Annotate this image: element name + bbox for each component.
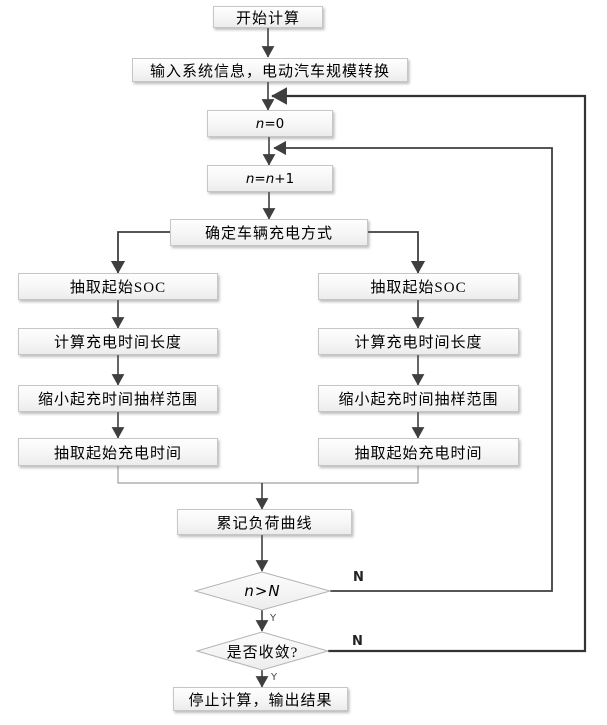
node-right-extract-start-time: 抽取起始充电时间: [318, 438, 519, 466]
node-left-extract-start-time: 抽取起始充电时间: [18, 438, 218, 466]
node-start: 开始计算: [213, 6, 323, 28]
node-right-calc-duration-label: 计算充电时间长度: [354, 335, 483, 351]
node-left-extract-soc: 抽取起始SOC: [18, 273, 218, 300]
decision-diamond-n-check: [193, 571, 332, 611]
node-right-narrow-range: 缩小起充时间抽样范围: [318, 385, 519, 412]
edge-label-converge-no: N: [352, 634, 363, 649]
n-check-op: >: [254, 582, 269, 600]
node-right-narrow-range-label: 缩小起充时间抽样范围: [338, 392, 499, 408]
node-left-extract-start-time-label: 抽取起始充电时间: [53, 445, 182, 462]
node-charge-mode: 确定车辆充电方式: [170, 219, 368, 246]
node-start-label: 开始计算: [235, 10, 300, 27]
node-right-extract-start-time-label: 抽取起始充电时间: [354, 445, 483, 462]
node-left-extract-soc-label: 抽取起始SOC: [69, 280, 167, 296]
node-n-increment: n=n+1: [207, 165, 333, 192]
n-inc-op: =: [254, 170, 266, 187]
edge-label-n-check-no: N: [353, 570, 364, 585]
node-right-extract-soc: 抽取起始SOC: [318, 273, 519, 300]
edge-label-n-check-yes: Y: [270, 613, 277, 624]
n-init-var: n: [255, 115, 265, 132]
decision-converge-text: 是否收敛?: [226, 644, 299, 661]
node-left-calc-duration: 计算充电时间长度: [18, 328, 218, 355]
n-init-rest: =0: [264, 115, 285, 132]
node-left-narrow-range: 缩小起充时间抽样范围: [18, 385, 218, 412]
n-inc-var2: n: [265, 170, 275, 187]
node-right-extract-soc-label: 抽取起始SOC: [370, 280, 467, 296]
node-load-curve-label: 累记负荷曲线: [216, 515, 313, 532]
node-load-curve: 累记负荷曲线: [177, 509, 352, 535]
n-check-var2: N: [268, 582, 281, 600]
decision-converge-label: 是否收敛?: [197, 632, 328, 670]
decision-diamond-converge: [195, 631, 330, 671]
decision-n-check-label: n>N: [195, 572, 330, 610]
node-input-info-label: 输入系统信息，电动汽车规模转换: [149, 63, 390, 80]
n-inc-rest: +1: [274, 170, 295, 187]
node-stop-label: 停止计算，输出结果: [188, 692, 333, 709]
node-right-calc-duration: 计算充电时间长度: [318, 328, 519, 355]
edge-label-converge-yes: Y: [271, 672, 278, 683]
node-left-calc-duration-label: 计算充电时间长度: [53, 335, 182, 351]
node-input-info: 输入系统信息，电动汽车规模转换: [132, 58, 408, 82]
node-stop: 停止计算，输出结果: [173, 687, 348, 711]
node-charge-mode-label: 确定车辆充电方式: [204, 226, 333, 242]
node-n-init: n=0: [207, 110, 333, 137]
n-inc-var1: n: [245, 170, 255, 187]
n-check-var1: n: [244, 582, 255, 600]
node-left-narrow-range-label: 缩小起充时间抽样范围: [37, 392, 198, 408]
